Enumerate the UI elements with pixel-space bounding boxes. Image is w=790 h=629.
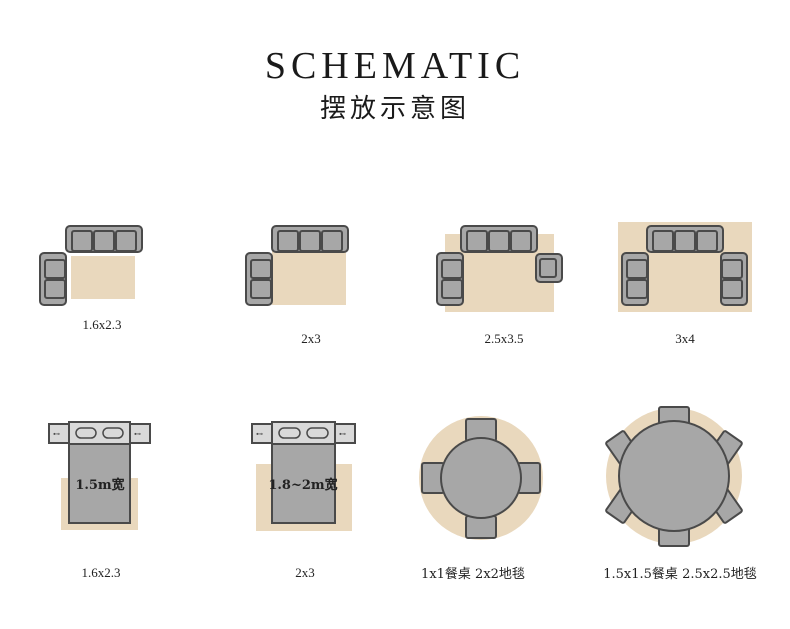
nightstand-right: ⊷ [129,423,151,444]
dining-size-label-1: 1x1餐桌 2x2地毯 [421,567,525,582]
bedroom-layout-2: ⊷ ⊷ 1.8~2m宽 [251,421,356,531]
pillow-left [278,427,301,439]
living-room-layout-1 [39,225,143,306]
svg-text:⊷: ⊷ [339,430,346,438]
armchair-left [436,252,464,306]
bed-width-label: 1.5m宽 [75,477,124,493]
living-room-size-label-1: 1.6x2.3 [82,317,122,332]
living-room-size-label-3: 2.5x3.5 [484,331,524,346]
pillow-left [75,427,97,439]
rug [71,256,135,299]
bedroom-size-label-2: 2x3 [295,565,315,580]
round-table [618,420,730,532]
svg-text:⊷: ⊷ [256,430,263,438]
round-table [440,437,522,519]
living-room-layout-4 [618,222,752,312]
dining-layout-1 [419,416,543,540]
headboard [68,421,131,445]
page-title-cn: 摆放示意图 [319,94,470,124]
headboard [271,421,336,445]
dining-size-label-2: 1.5x1.5餐桌 2.5x2.5地毯 [603,567,757,582]
svg-text:⊷: ⊷ [134,430,141,438]
chair-bottom [465,515,497,539]
armchair-left [621,252,649,306]
living-room-layout-2 [245,225,349,306]
three-seat-sofa [646,225,724,253]
armchair-left [245,252,273,306]
nightstand-left: ⊷ [48,423,70,444]
living-room-size-label-2: 2x3 [301,331,321,346]
living-room-layout-3 [436,225,563,312]
pillow-right [102,427,124,439]
bedroom-layout-1: ⊷ ⊷ 1.5m宽 [48,421,151,530]
living-room-size-label-4: 3x4 [675,331,695,346]
page-title-en: SCHEMATIC [264,45,526,87]
pillow-right [306,427,329,439]
rug [272,248,346,305]
armchair-left [39,252,67,306]
svg-text:⊷: ⊷ [53,430,60,438]
armchair-right [535,253,563,283]
three-seat-sofa [271,225,349,253]
nightstand-left: ⊷ [251,423,273,444]
bed-width-label: 1.8~2m宽 [268,477,337,493]
nightstand-right: ⊷ [334,423,356,444]
bedroom-size-label-1: 1.6x2.3 [81,565,121,580]
three-seat-sofa [460,225,538,253]
armchair-right [720,252,748,306]
three-seat-sofa [65,225,143,253]
dining-layout-2 [605,406,743,547]
